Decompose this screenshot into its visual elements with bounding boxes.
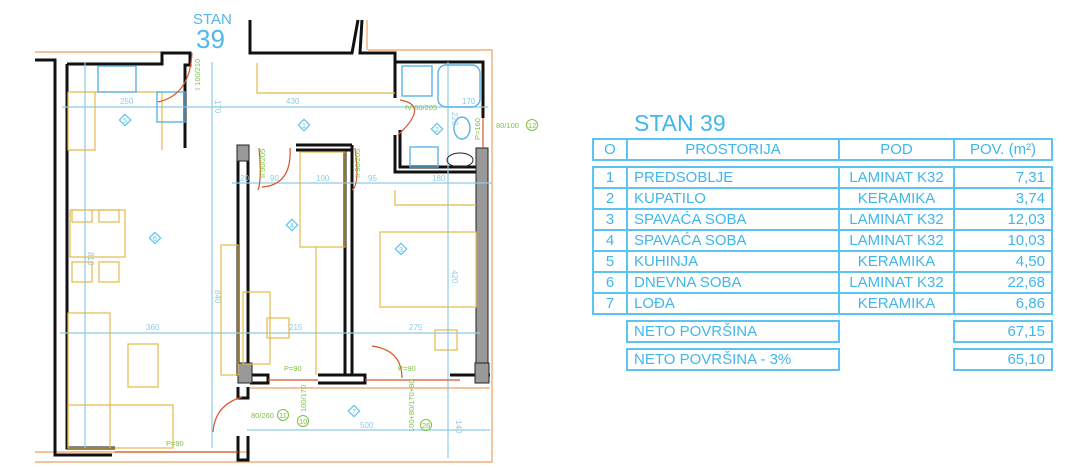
boiler-icon	[446, 152, 474, 168]
table-header-row: O PROSTORIJA POD POV. (m²)	[592, 138, 1053, 161]
window-tag: 26	[422, 421, 430, 430]
room-marker-4: 4	[285, 218, 299, 232]
net-area-reduced-row: NETO POVRŠINA - 3% 65,10	[593, 348, 1053, 371]
header-room: PROSTORIJA	[626, 138, 840, 161]
svg-text:275: 275	[409, 323, 423, 332]
svg-text:5: 5	[123, 118, 127, 125]
window-size: 100+80/170+90	[407, 379, 416, 432]
plan-label-stan: STAN	[193, 11, 232, 28]
header-floor: POD	[838, 138, 955, 161]
svg-text:500: 500	[360, 421, 374, 430]
svg-text:420: 420	[450, 270, 459, 284]
toilet-icon	[453, 116, 471, 140]
net-area-value: 67,15	[953, 320, 1053, 343]
svg-text:215: 215	[289, 323, 303, 332]
svg-text:430: 430	[286, 97, 300, 106]
window-size: 80/100	[496, 121, 519, 130]
room-marker-1: 1	[297, 118, 311, 132]
room-markers: 1 2 3 4 5 6 7	[118, 113, 444, 418]
svg-text:90: 90	[270, 174, 279, 183]
room-marker-6: 6	[148, 231, 162, 245]
door-label: II 90/205	[258, 149, 267, 178]
svg-text:100: 100	[316, 174, 330, 183]
exterior-outline	[35, 20, 493, 463]
svg-text:1: 1	[302, 123, 306, 130]
net-area-reduced-value: 65,10	[953, 348, 1053, 371]
svg-text:250: 250	[120, 97, 134, 106]
header-area: POV. (m²)	[953, 138, 1053, 161]
doors	[115, 52, 484, 453]
svg-text:170: 170	[213, 100, 222, 114]
header-no: O	[592, 138, 628, 161]
plan-label-number: 39	[196, 24, 225, 54]
window-tag: 10	[299, 417, 307, 426]
window-label: P=90	[398, 364, 416, 373]
svg-text:140: 140	[454, 420, 463, 434]
room-marker-7: 7	[347, 404, 361, 418]
room-marker-3: 3	[394, 242, 408, 256]
door-label: I 100/210	[193, 59, 202, 90]
door-label: IV 80/205	[405, 103, 437, 112]
net-area-reduced-label: NETO POVRŠINA - 3%	[626, 348, 840, 371]
svg-text:3: 3	[399, 247, 403, 254]
svg-text:170: 170	[462, 97, 476, 106]
column	[474, 362, 490, 384]
svg-text:220: 220	[450, 112, 459, 126]
column	[236, 144, 250, 162]
svg-text:95: 95	[368, 174, 377, 183]
floor-plan: STAN 39 250 430 170 180 20 90 100 95 360…	[35, 11, 538, 463]
svg-text:4: 4	[290, 223, 294, 230]
window-label: P=160	[473, 118, 482, 140]
svg-text:2: 2	[435, 127, 439, 134]
window-label: P=90	[166, 439, 184, 448]
window-tags: 80/100 12 80/260 11 100/170 10 100+80/17…	[251, 119, 538, 432]
svg-text:7: 7	[352, 409, 356, 416]
window-size: 80/260	[251, 411, 274, 420]
door-label: II 90/205	[353, 149, 362, 178]
washer-icon	[401, 65, 433, 97]
window-label: P=90	[284, 364, 302, 373]
walls	[35, 19, 490, 462]
svg-text:20: 20	[240, 174, 249, 183]
fixtures	[97, 64, 481, 168]
sink-icon	[97, 65, 137, 93]
svg-text:360: 360	[146, 323, 160, 332]
column	[475, 147, 489, 375]
net-area-row: NETO POVRŠINA 67,15	[593, 320, 1053, 343]
shower-icon	[437, 64, 481, 108]
room-marker-5: 5	[118, 113, 132, 127]
dimension-labels: 250 430 170 180 20 90 100 95 360 215 275…	[86, 97, 476, 434]
svg-text:180: 180	[432, 174, 446, 183]
net-area-label: NETO POVRŠINA	[626, 320, 840, 343]
svg-text:810: 810	[86, 252, 95, 266]
room-marker-2: 2	[430, 122, 444, 136]
stove-icon	[156, 91, 186, 123]
table-title: STAN 39	[634, 110, 726, 136]
window-size: 100/170	[299, 385, 308, 412]
svg-text:6: 6	[153, 236, 157, 243]
washbasin-icon	[409, 146, 439, 168]
column	[237, 362, 253, 384]
svg-text:840: 840	[213, 290, 222, 304]
window-tag: 12	[528, 121, 536, 130]
window-tag: 11	[279, 411, 287, 420]
